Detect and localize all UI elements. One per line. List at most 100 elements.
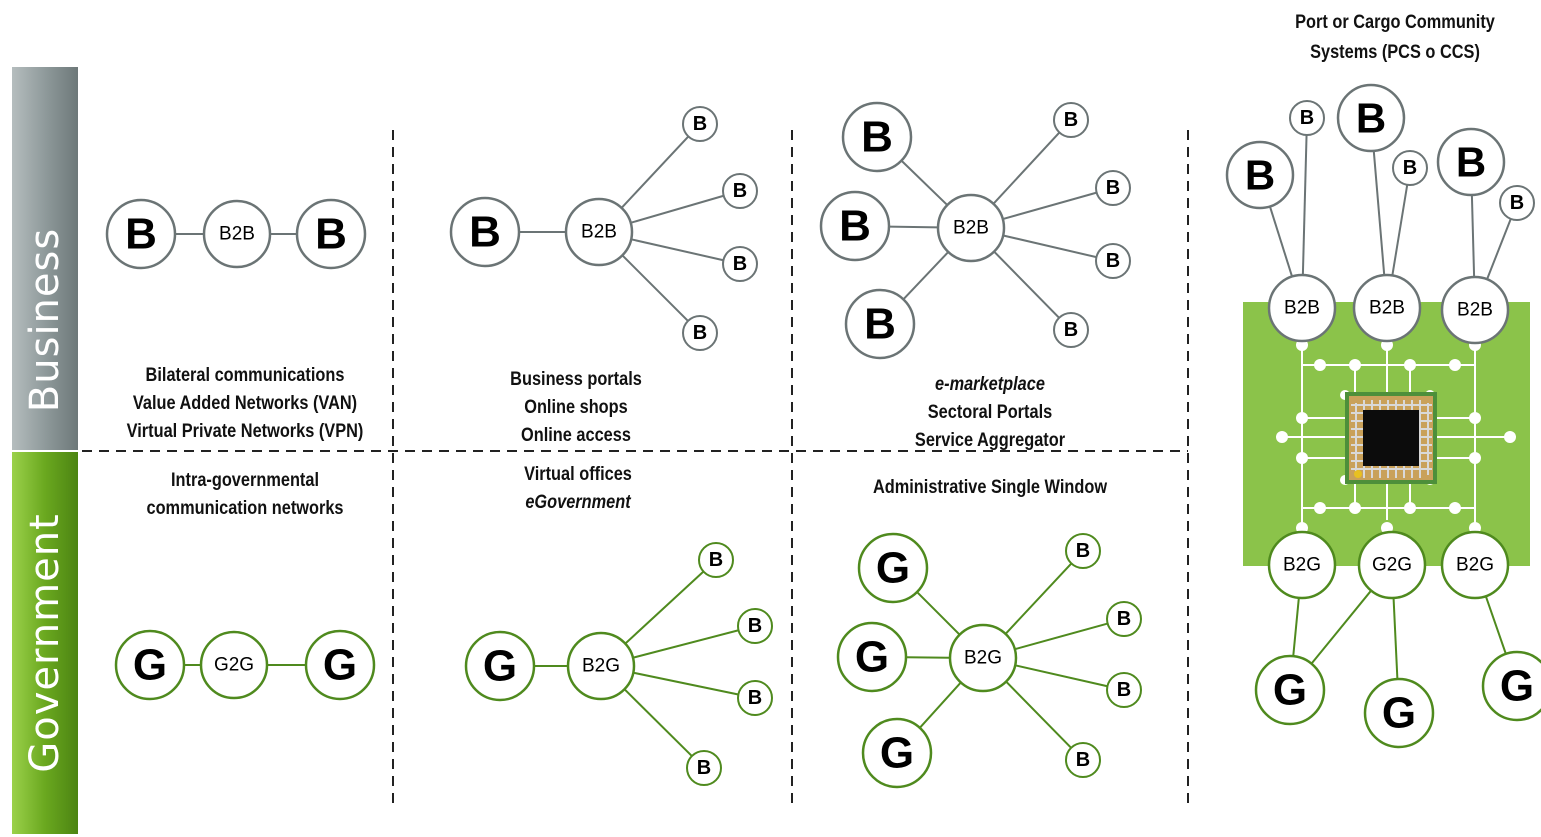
node-circle — [844, 288, 916, 360]
node-circle — [948, 623, 1018, 693]
node-label: G — [483, 642, 517, 691]
caption-virtual-offices-line2: eGovernment — [525, 492, 631, 513]
node-circle — [686, 750, 722, 786]
node-circle — [861, 717, 933, 789]
edge-sw-hub-sw-s3 — [1014, 664, 1108, 688]
dividers — [82, 130, 1189, 805]
edges — [175, 131, 1512, 757]
node-circle — [857, 532, 929, 604]
edge-pcs-h5-pcs-g1 — [1310, 589, 1372, 665]
node-circle — [1357, 530, 1427, 600]
caption-marketplace: e-marketplace Sectoral Portals Service A… — [861, 371, 1119, 455]
node-pcs-g1: G — [1254, 654, 1326, 726]
caption-intra-gov-line1: Intra-governmental — [170, 470, 320, 491]
edge-mkt-hub-mkt-s4 — [993, 250, 1060, 319]
caption-bilateral: Bilateral communications Value Added Net… — [107, 362, 382, 446]
node-pcs-b4: B — [1392, 150, 1428, 186]
node-circle — [1095, 243, 1131, 279]
caption-single-window: Administrative Single Window — [861, 474, 1119, 502]
caption-portals-line1: Business portals — [510, 369, 642, 390]
edge-pcs-b3-pcs-h2 — [1372, 150, 1386, 276]
edge-mkt-hub-mkt-s3 — [1002, 234, 1097, 259]
node-mkt-b2: B — [819, 190, 891, 262]
node-circle — [682, 315, 718, 351]
edge-pcs-b1-pcs-h1 — [1268, 206, 1294, 277]
pcs-title-line2: Systems (PCS o CCS) — [1310, 42, 1480, 63]
node-bil-b2: B — [295, 198, 367, 270]
caption-portals-line2: Online shops — [524, 397, 628, 418]
node-sw-hub: B2G — [948, 623, 1018, 693]
node-circle — [819, 190, 891, 262]
node-circle — [566, 631, 636, 701]
node-sw-s4: B — [1065, 742, 1101, 778]
node-circle — [1053, 312, 1089, 348]
edge-vo-hub-vo-s1 — [624, 570, 705, 645]
node-circle — [1106, 672, 1142, 708]
node-label: B — [1076, 540, 1090, 562]
node-label: B — [839, 202, 871, 251]
node-label: G — [855, 633, 889, 682]
node-label: B — [1510, 192, 1524, 214]
node-label: G2G — [214, 655, 254, 676]
edge-vo-hub-vo-s3 — [633, 671, 739, 696]
node-circle — [1440, 275, 1510, 345]
caption-bilateral-line1: Bilateral communications — [145, 365, 345, 386]
caption-marketplace-line2: Sectoral Portals — [927, 402, 1053, 423]
node-circle — [1363, 677, 1435, 749]
pcs-title: Port or Cargo Community Systems (PCS o C… — [1266, 8, 1524, 68]
node-label: B2G — [1283, 555, 1321, 576]
node-label: B — [1456, 139, 1486, 186]
node-mkt-s2: B — [1095, 170, 1131, 206]
node-ig-hub: G2G — [199, 630, 269, 700]
node-por-s4: B — [682, 315, 718, 351]
node-circle — [1481, 650, 1541, 722]
government-band — [12, 452, 78, 834]
edge-mkt-b2-mkt-hub — [888, 225, 939, 229]
node-vo-s1: B — [698, 542, 734, 578]
node-vo-s3: B — [737, 680, 773, 716]
node-vo-s2: B — [737, 608, 773, 644]
node-pcs-b1: B — [1225, 140, 1295, 210]
node-label: B — [315, 210, 347, 259]
node-sw-g1: G — [857, 532, 929, 604]
node-circle — [449, 196, 521, 268]
node-label: B2B — [1457, 300, 1493, 321]
node-label: B — [733, 253, 747, 275]
node-circle — [1392, 150, 1428, 186]
node-pcs-b3: B — [1336, 83, 1406, 153]
edge-vo-hub-vo-s2 — [632, 629, 739, 659]
node-pcs-h3: B2B — [1440, 275, 1510, 345]
node-pcs-h2: B2B — [1352, 273, 1422, 343]
node-label: B — [697, 757, 711, 779]
node-label: B — [1106, 250, 1120, 272]
node-label: B — [733, 180, 747, 202]
node-label: B — [709, 549, 723, 571]
node-label: B — [1356, 95, 1386, 142]
node-label: B — [1403, 157, 1417, 179]
node-label: B — [469, 208, 501, 257]
caption-marketplace-line3: Service Aggregator — [914, 430, 1066, 451]
node-circle — [1267, 273, 1337, 343]
node-label: B — [1064, 109, 1078, 131]
node-circle — [295, 198, 367, 270]
node-circle — [722, 246, 758, 282]
node-pcs-b5: B — [1436, 127, 1506, 197]
node-sw-s1: B — [1065, 533, 1101, 569]
edge-pcs-b6-pcs-h3 — [1486, 218, 1512, 280]
node-circle — [1225, 140, 1295, 210]
business-band-label: Business — [22, 228, 68, 412]
edge-sw-g3-sw-hub — [919, 681, 962, 729]
node-pcs-h6: B2G — [1440, 530, 1510, 600]
node-mkt-b3: B — [844, 288, 916, 360]
edge-mkt-hub-mkt-s2 — [1002, 191, 1097, 221]
node-mkt-s1: B — [1053, 102, 1089, 138]
node-circle — [682, 106, 718, 142]
node-label: B — [1106, 177, 1120, 199]
node-label: B — [748, 615, 762, 637]
node-label: B — [861, 113, 893, 162]
node-circle — [1254, 654, 1326, 726]
edge-sw-hub-sw-s2 — [1014, 622, 1108, 651]
node-pcs-h5: G2G — [1357, 530, 1427, 600]
node-circle — [1499, 185, 1535, 221]
